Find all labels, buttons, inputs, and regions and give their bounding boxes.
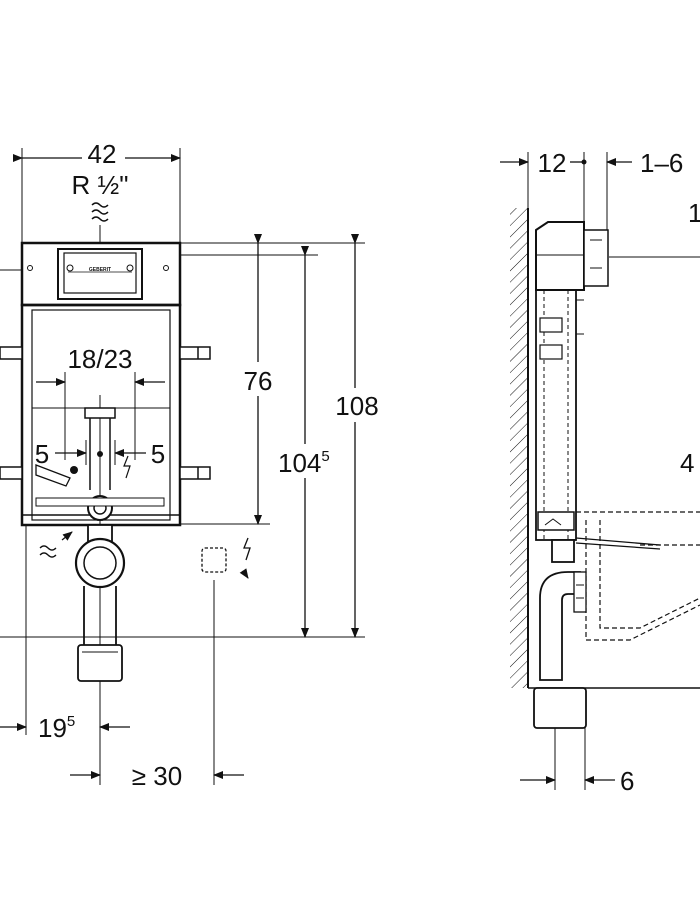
offset-right-dimension: 5: [151, 439, 165, 469]
panel-brand-logo: GEBERIT: [89, 267, 111, 273]
partial-mid-dimension: 4: [680, 448, 694, 478]
flush-panel-frame: [57, 248, 143, 300]
height-108-dimension: 108: [335, 391, 378, 421]
flush-plate-side: [583, 229, 609, 287]
water-supply-icon: [91, 202, 109, 243]
drain-bend: [533, 539, 587, 729]
width-dimension: 42: [88, 139, 117, 169]
label-mask: [332, 388, 382, 422]
side-view: [510, 152, 700, 790]
electrical-socket-icon: [201, 537, 251, 579]
offset-left-dimension: 5: [35, 439, 49, 469]
wc-pan-outline: [576, 511, 700, 641]
height-1045-dimension: 1045: [278, 448, 330, 478]
adjust-range-dimension: 1–6: [640, 148, 683, 178]
pan-connection: [575, 537, 661, 550]
flush-pipe: [35, 407, 165, 521]
drain-pipe: [74, 524, 126, 682]
depth-dimension: 12: [538, 148, 567, 178]
drain-flow-icon: [39, 531, 73, 558]
front-dimensions: [0, 154, 359, 779]
flush-panel: [63, 252, 137, 294]
outlet-spacing-dimension: 18/23: [67, 344, 132, 374]
label-mask: [238, 362, 278, 396]
side-dimensions: [500, 158, 632, 784]
side-clearance-dimension: ≥ 30: [132, 761, 182, 791]
wall-hatching: [510, 208, 528, 688]
frame-body: [0, 241, 182, 527]
height-76-dimension: 76: [244, 366, 273, 396]
axis-offset-dimension: 195: [38, 713, 75, 743]
partial-top-dimension: 1: [688, 198, 700, 228]
pipe-offset-dimension: 6: [620, 766, 634, 796]
label-mask: [276, 444, 338, 478]
water-connection-label: R ½": [72, 170, 129, 200]
mounting-brackets: [0, 346, 211, 480]
cistern-top: [20, 241, 182, 307]
frame-side-profile: [535, 221, 609, 541]
front-view: [0, 148, 365, 785]
